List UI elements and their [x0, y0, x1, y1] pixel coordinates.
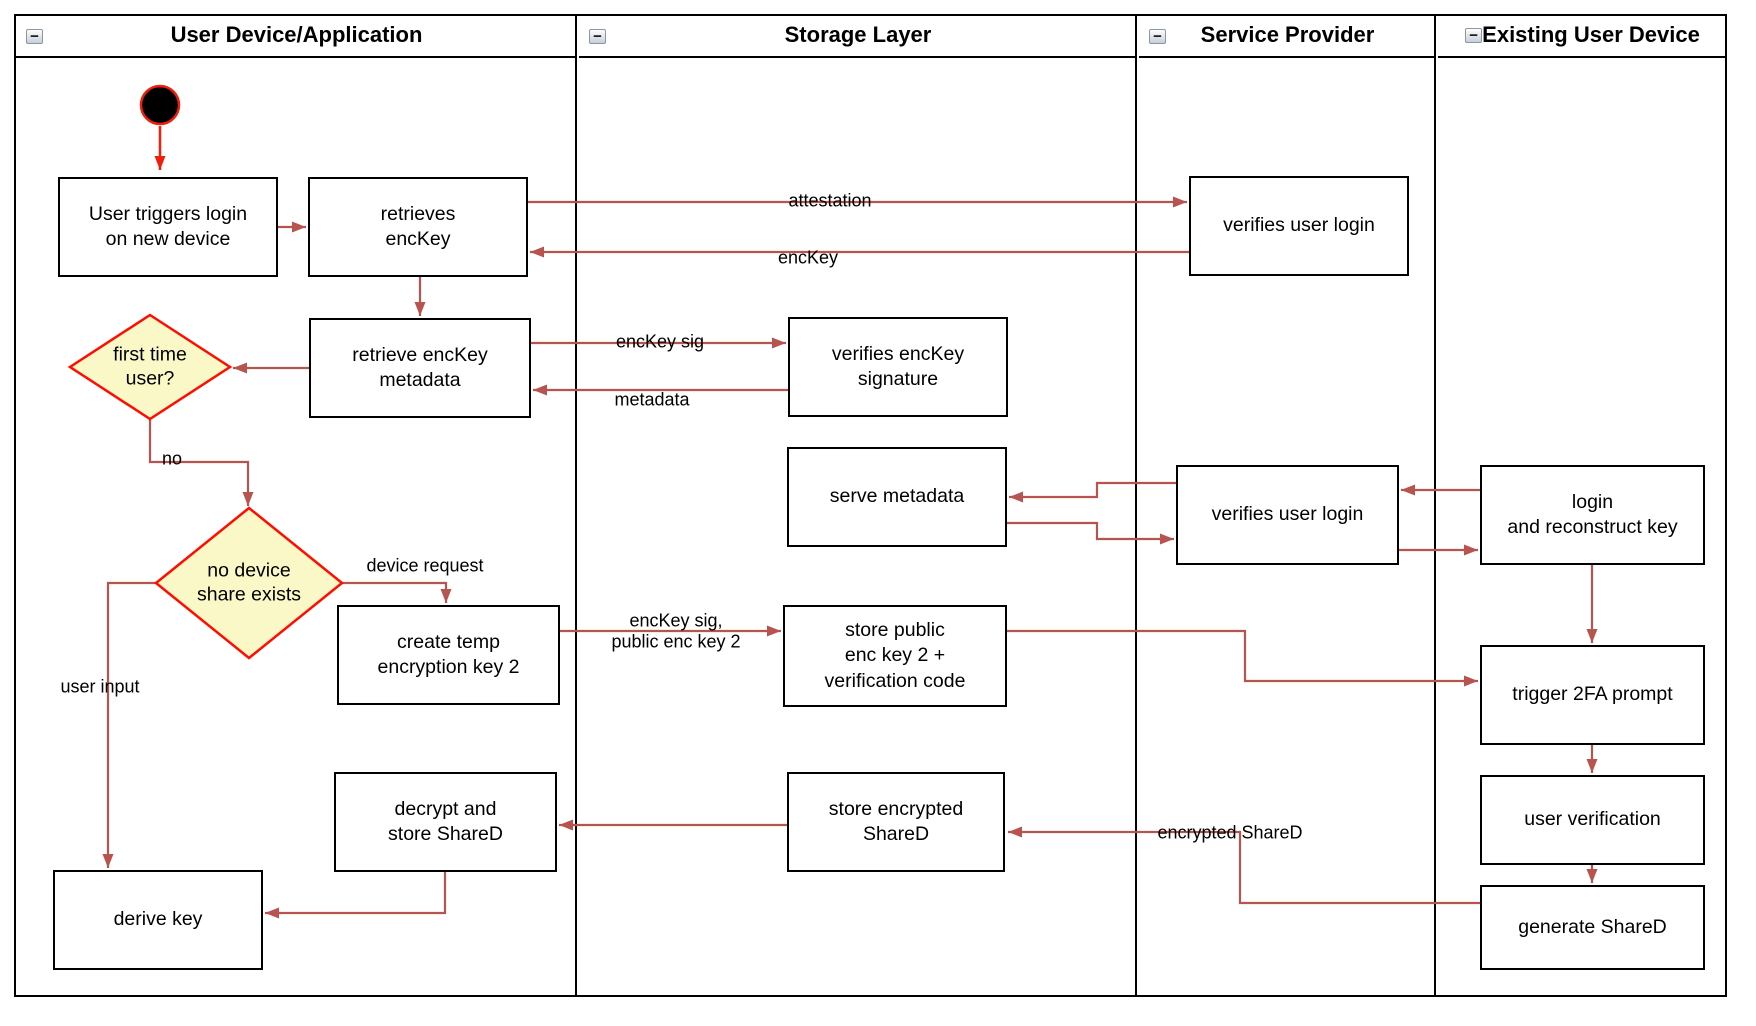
node-trigger-2fa-prompt[interactable]: trigger 2FA prompt	[1480, 645, 1705, 745]
edge-decrypt-to-derive	[265, 872, 447, 919]
edge-encrypted-shared	[1008, 826, 1480, 905]
node-retrieve-enckey-metadata[interactable]: retrieve encKey metadata	[309, 318, 531, 418]
node-verifies-user-login-mid[interactable]: verifies user login	[1176, 465, 1399, 565]
pool-border	[14, 14, 1727, 997]
node-user-triggers-login[interactable]: User triggers login on new device	[58, 177, 278, 277]
decision-first-time-user[interactable]	[67, 313, 233, 421]
lane-title: Existing User Device	[1482, 22, 1700, 47]
node-login-reconstruct-key[interactable]: login and reconstruct key	[1480, 465, 1705, 565]
edge-verifiesmid-to-servemeta	[1009, 481, 1176, 503]
decision-label-first-time-user: first time user?	[113, 343, 187, 390]
collapse-icon[interactable]: −	[1465, 27, 1483, 43]
decision-label-no-device-share: no device share exists	[196, 559, 302, 606]
start-node[interactable]	[139, 84, 181, 126]
lane-storage-layer	[577, 14, 1137, 997]
edge-label-no: no	[161, 448, 183, 469]
collapse-icon[interactable]: −	[26, 29, 43, 44]
decision-no-device-share[interactable]	[154, 506, 344, 660]
edge-label-user-input: user input	[60, 676, 140, 697]
node-retrieves-enckey[interactable]: retrieves encKey	[308, 177, 528, 277]
edge-user-input	[102, 581, 157, 868]
lane-title: Storage Layer	[784, 22, 932, 47]
collapse-icon[interactable]: −	[1149, 29, 1166, 44]
swimlane-header-service-provider[interactable]: − Service Provider	[1139, 14, 1436, 58]
edge-servemeta-to-verifiesmid	[1007, 521, 1174, 545]
edge-device-request	[342, 581, 452, 603]
node-store-encrypted-shared[interactable]: store encrypted ShareD	[787, 772, 1005, 872]
edge-no	[148, 419, 254, 506]
lane-title: Service Provider	[1200, 22, 1375, 47]
node-serve-metadata[interactable]: serve metadata	[787, 447, 1007, 547]
edge-label-enckey: encKey	[777, 247, 839, 268]
edge-storepublic-to-trigger	[1007, 629, 1478, 687]
lane-service-provider	[1137, 14, 1436, 997]
edge-label-attestation: attestation	[788, 190, 872, 211]
node-decrypt-store-shared[interactable]: decrypt and store ShareD	[334, 772, 557, 872]
node-store-public-enc-key[interactable]: store public enc key 2 + verification co…	[783, 605, 1007, 707]
node-create-temp-key[interactable]: create temp encryption key 2	[337, 605, 560, 705]
collapse-icon[interactable]: −	[589, 29, 606, 44]
node-verifies-enckey-signature[interactable]: verifies encKey signature	[788, 317, 1008, 417]
node-user-verification[interactable]: user verification	[1480, 775, 1705, 865]
swimlane-header-user-device[interactable]: − User Device/Application	[16, 14, 577, 58]
node-verifies-user-login-top[interactable]: verifies user login	[1189, 176, 1409, 276]
edge-label-enckey-sig-public: encKey sig, public enc key 2	[611, 610, 741, 651]
edge-label-device-request: device request	[366, 555, 484, 576]
node-generate-shared[interactable]: generate ShareD	[1480, 885, 1705, 970]
node-derive-key[interactable]: derive key	[53, 870, 263, 970]
edge-label-metadata: metadata	[614, 389, 690, 410]
swimlane-header-existing-user-device[interactable]: − Existing User Device	[1438, 14, 1727, 58]
lane-title: User Device/Application	[170, 22, 423, 47]
swimlane-header-storage-layer[interactable]: − Storage Layer	[579, 14, 1137, 58]
lane-user-device	[14, 14, 577, 997]
edge-label-enckey-sig: encKey sig	[615, 331, 705, 352]
edge-label-encrypted-shared: encrypted ShareD	[1157, 822, 1303, 843]
